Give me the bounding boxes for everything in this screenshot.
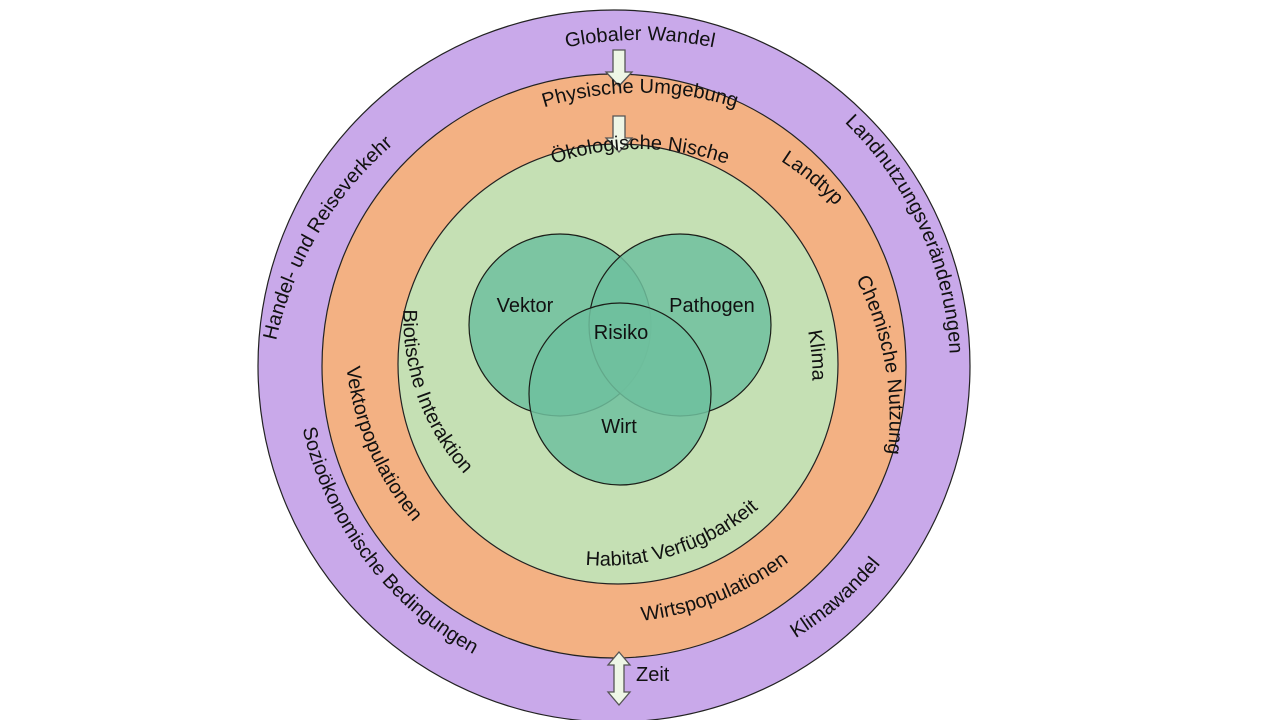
venn-diagram [468,233,772,486]
label-wirt: Wirt [601,416,637,438]
label-klima: Klima [803,328,829,382]
label-pathogen: Pathogen [669,295,755,317]
double-arrow-zeit-icon [606,650,632,707]
label-zeit: Zeit [636,664,670,686]
label-vektor: Vektor [497,295,554,317]
arrow-down-1 [604,49,634,87]
venn-circle-wirt [528,302,712,486]
arrow-down-2 [604,115,634,153]
label-risiko: Risiko [594,322,648,344]
